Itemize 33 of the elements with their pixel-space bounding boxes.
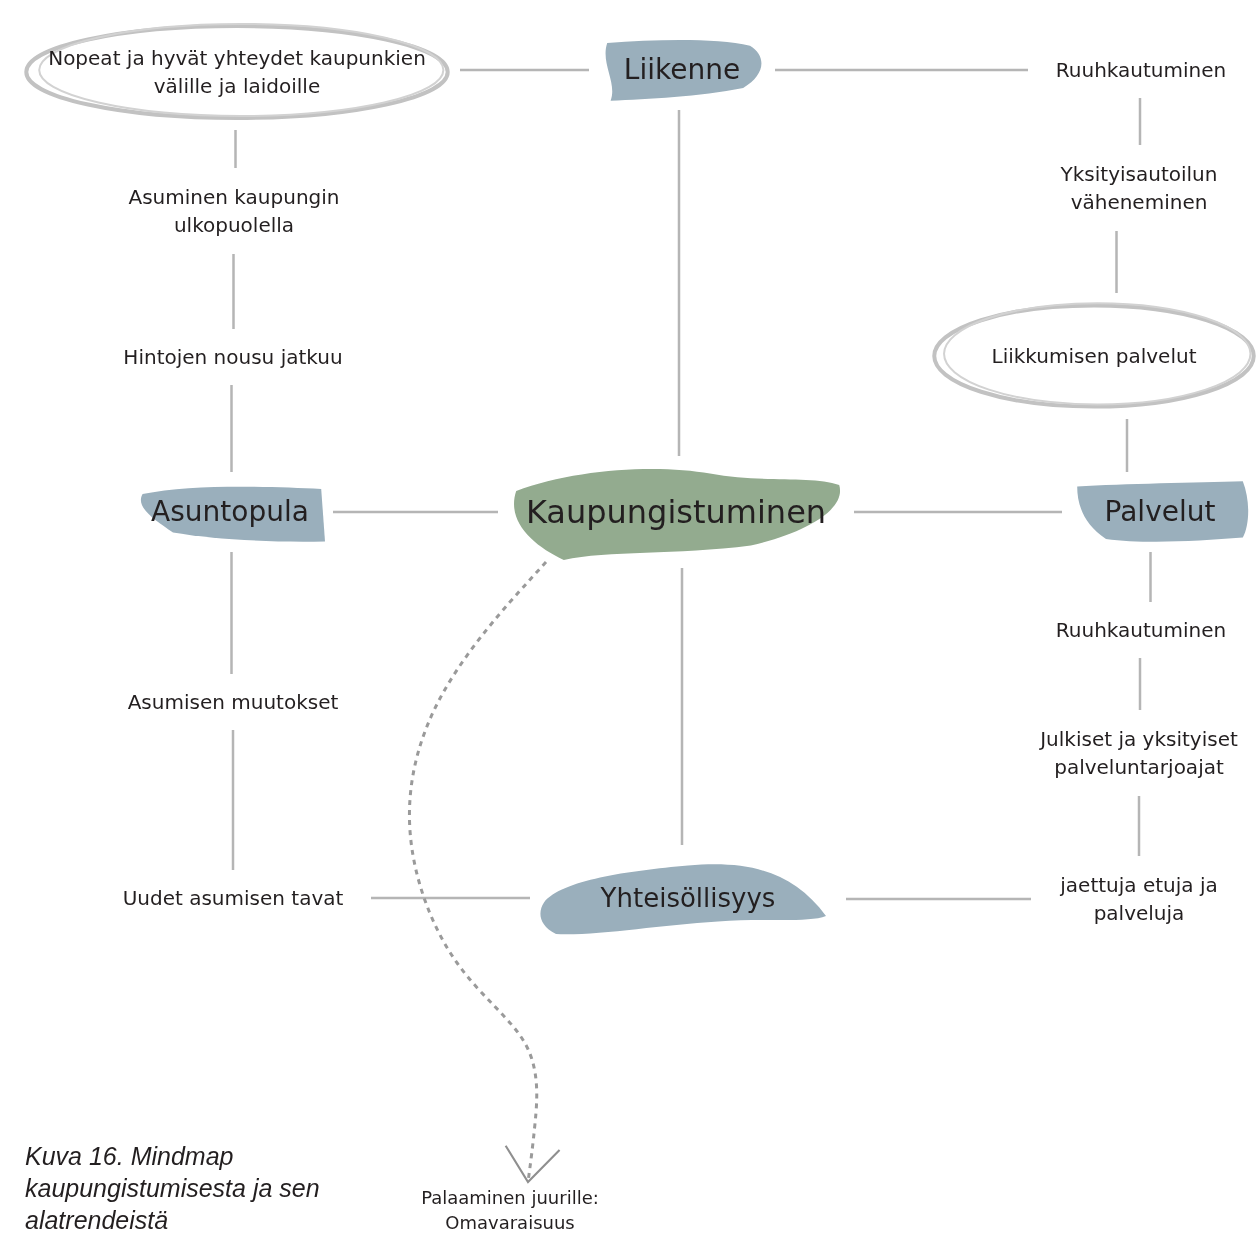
connector-line xyxy=(677,110,681,456)
connector-line xyxy=(231,730,235,870)
connector-line xyxy=(680,568,684,845)
connector-line xyxy=(371,896,530,900)
connector-line xyxy=(230,552,233,674)
connector-line xyxy=(1149,552,1152,602)
node-text: Uudet asumisen tavat xyxy=(103,878,363,918)
connector-line xyxy=(460,68,589,72)
connector-line xyxy=(1125,419,1129,472)
connector-line xyxy=(230,385,233,472)
connector-line xyxy=(1138,98,1142,145)
connector-line xyxy=(333,510,498,514)
node-text: Ruuhkautuminen xyxy=(1036,610,1246,650)
sketched-ellipse: Liikkumisen palvelut xyxy=(931,301,1257,411)
connector-line xyxy=(775,68,1028,72)
connector-line xyxy=(846,897,1031,901)
dashed-arrow xyxy=(408,561,561,1184)
node-text: Asumisen muutokset xyxy=(103,682,363,722)
connector-line xyxy=(854,510,1062,514)
node-text: jaettuja etuja ja palveluja xyxy=(1039,864,1239,934)
connector-line xyxy=(234,130,237,168)
connector-line xyxy=(1138,658,1142,710)
node-text: Yksityisautoilun väheneminen xyxy=(1039,153,1239,223)
sketched-ellipse: Nopeat ja hyvät yhteydet kaupunkien välille ja laidoille xyxy=(22,22,452,122)
node-text: Palaaminen juurille: Omavaraisuus xyxy=(395,1182,625,1238)
connector-line xyxy=(1115,231,1118,293)
node-text: Asuminen kaupungin ulkopuolella xyxy=(104,176,364,246)
node-text: Ruuhkautuminen xyxy=(1036,50,1246,90)
connector-line xyxy=(1137,796,1141,856)
figure-caption: Kuva 16. Mindmap kaupungistumisesta ja sen alatrendeistä xyxy=(25,1141,321,1236)
node-text: Julkiset ja yksityiset palveluntarjoajat xyxy=(1014,718,1259,788)
connector-line xyxy=(232,254,235,329)
node-text: Hintojen nousu jatkuu xyxy=(98,337,368,377)
